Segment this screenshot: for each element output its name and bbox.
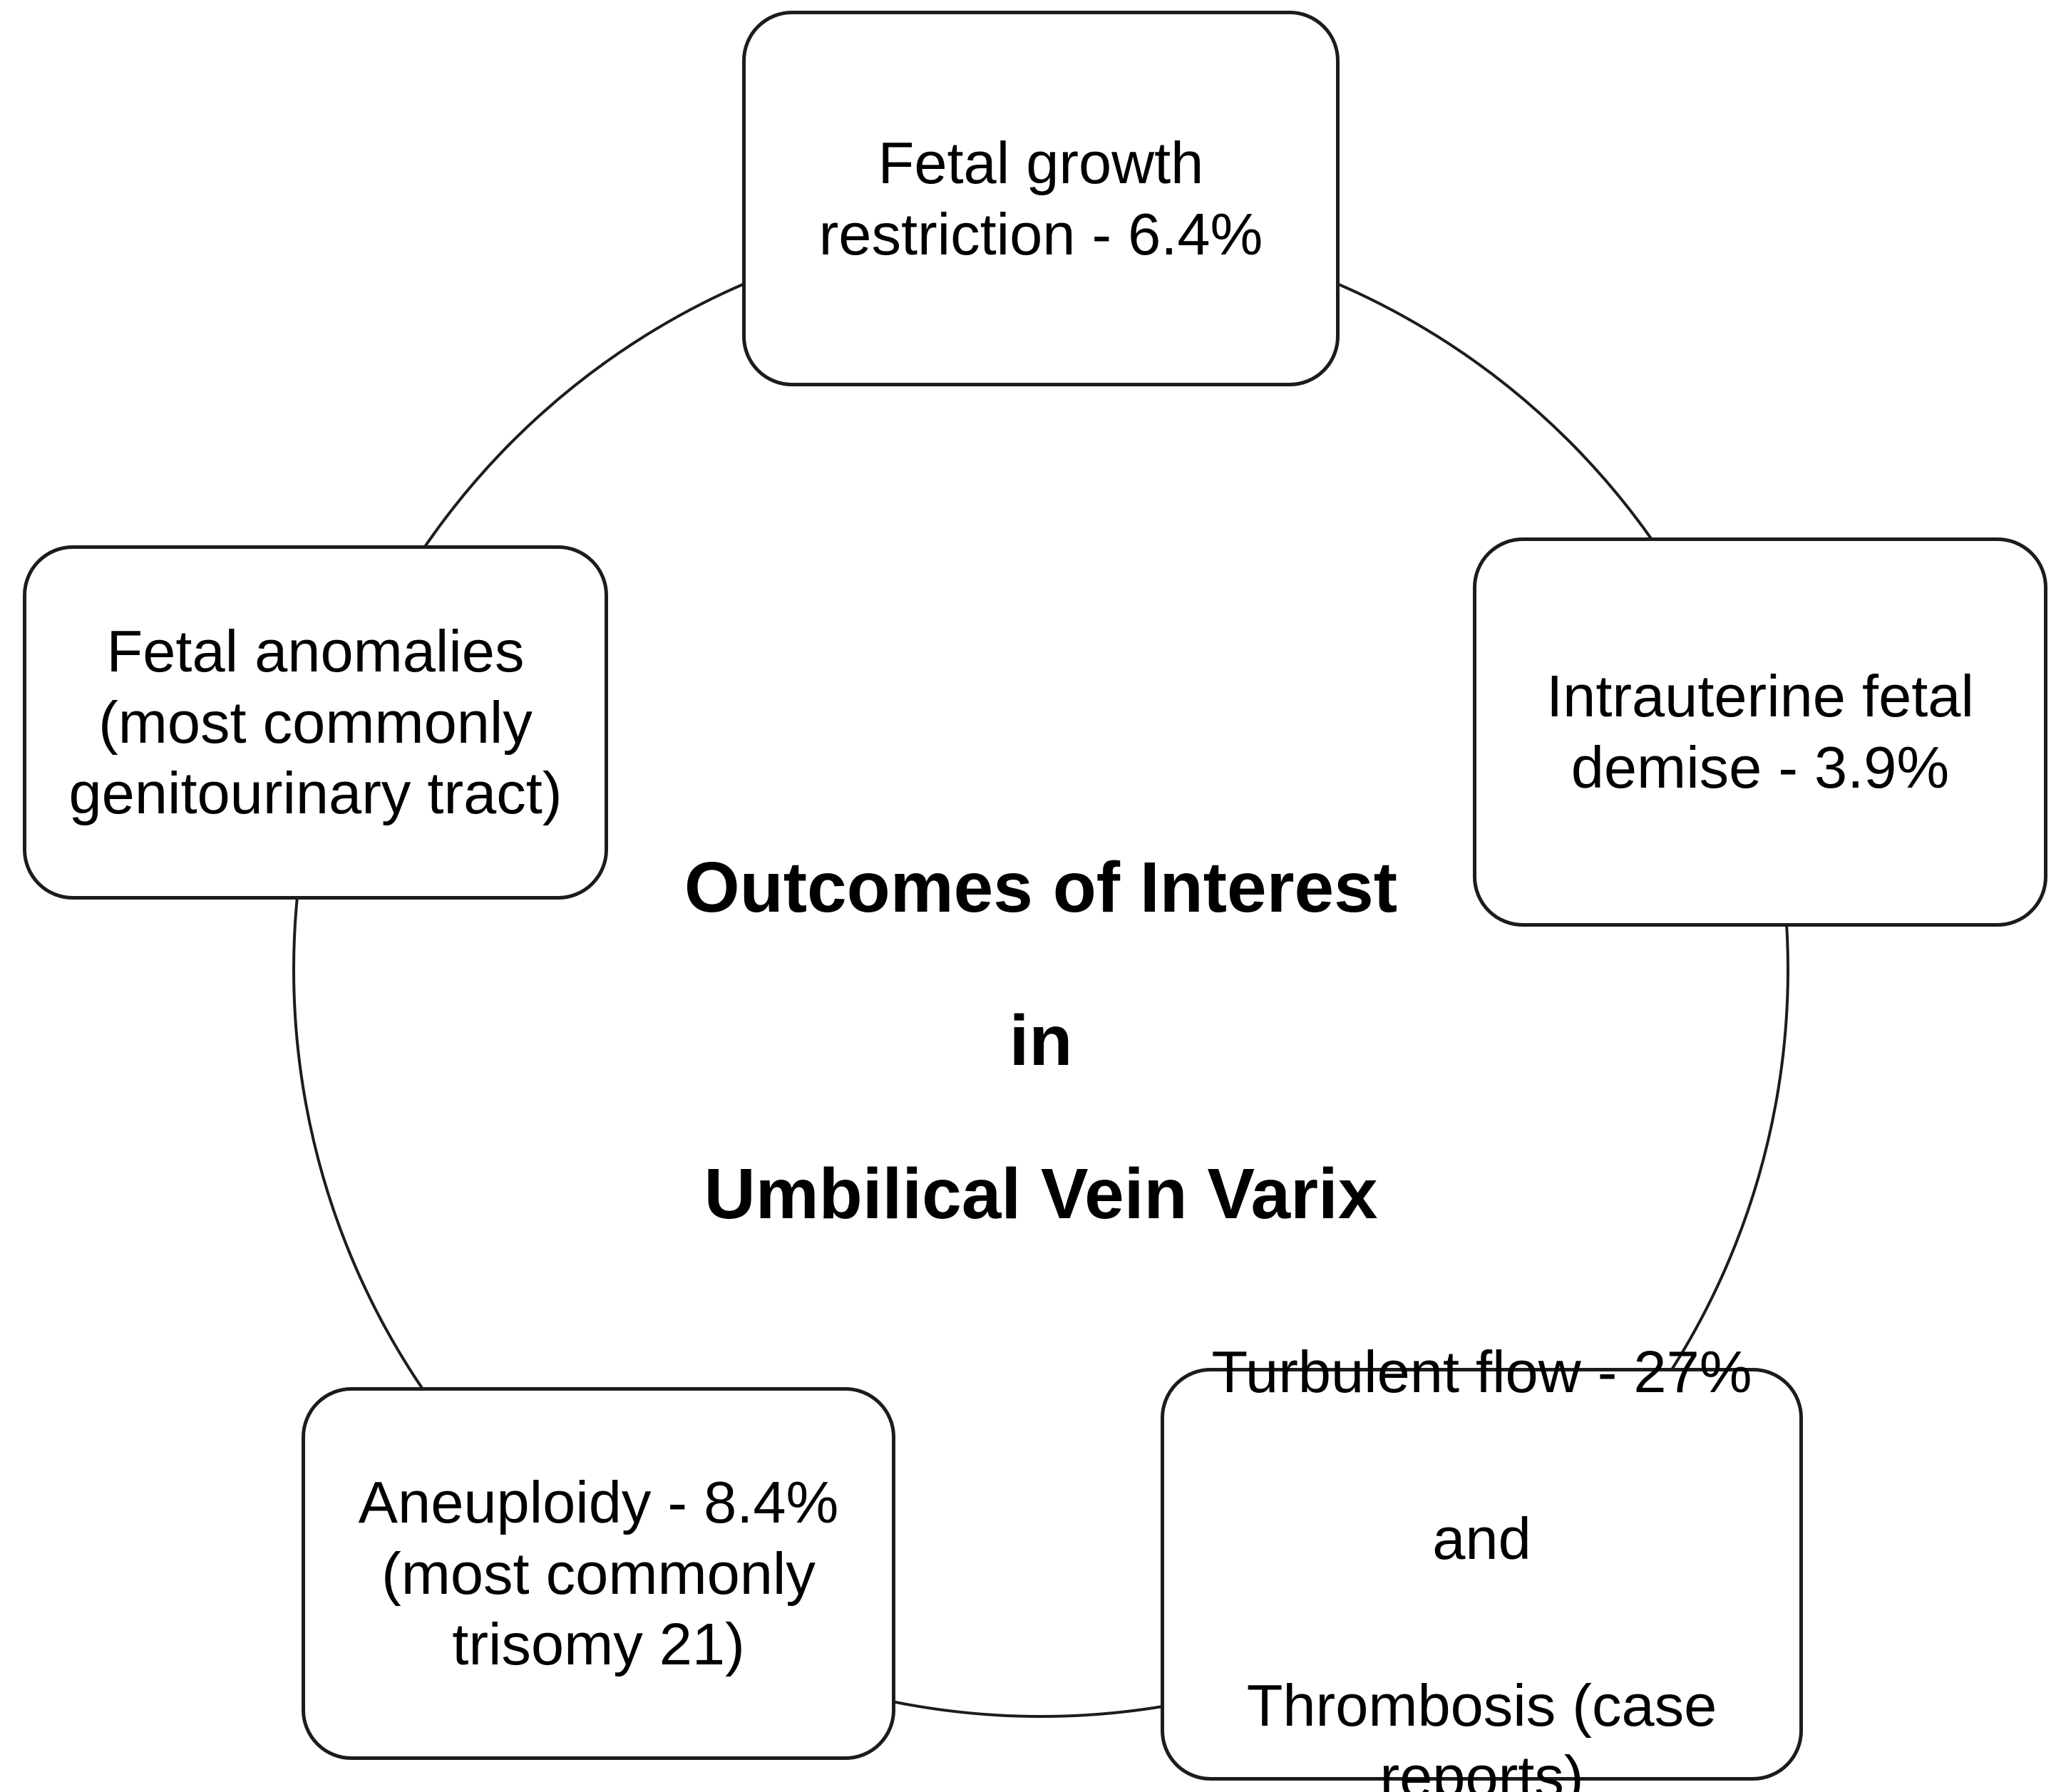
node-turbulent-flow-thrombosis-label: Turbulent flow - 27% and Thrombosis (cas…: [1197, 1265, 1766, 1792]
diagram-title-line2: in: [1009, 1001, 1073, 1081]
node-aneuploidy: Aneuploidy - 8.4% (most commonly trisomy…: [302, 1387, 895, 1760]
node-fetal-growth-restriction: Fetal growth restriction - 6.4%: [742, 11, 1340, 386]
and-line: and: [1432, 1505, 1531, 1572]
node-fetal-anomalies-label: Fetal anomalies (most commonly genitouri…: [68, 618, 562, 827]
node-fetal-anomalies: Fetal anomalies (most commonly genitouri…: [23, 545, 608, 900]
node-fetal-growth-restriction-label: Fetal growth restriction - 6.4%: [818, 129, 1263, 267]
node-turbulent-flow-thrombosis: Turbulent flow - 27% and Thrombosis (cas…: [1161, 1339, 1803, 1792]
turbulent-flow-line: Turbulent flow - 27%: [1211, 1338, 1752, 1405]
diagram-title-line3: Umbilical Vein Varix: [704, 1154, 1378, 1234]
thrombosis-line: Thrombosis (case reports): [1246, 1672, 1717, 1792]
node-intrauterine-fetal-demise-label: Intrauterine fetal demise - 3.9%: [1546, 663, 1974, 800]
diagram-title: Outcomes of Interest in Umbilical Vein V…: [292, 845, 1789, 1237]
node-intrauterine-fetal-demise: Intrauterine fetal demise - 3.9%: [1473, 537, 2047, 927]
node-aneuploidy-label: Aneuploidy - 8.4% (most commonly trisomy…: [358, 1469, 839, 1678]
diagram-title-line1: Outcomes of Interest: [684, 848, 1398, 927]
